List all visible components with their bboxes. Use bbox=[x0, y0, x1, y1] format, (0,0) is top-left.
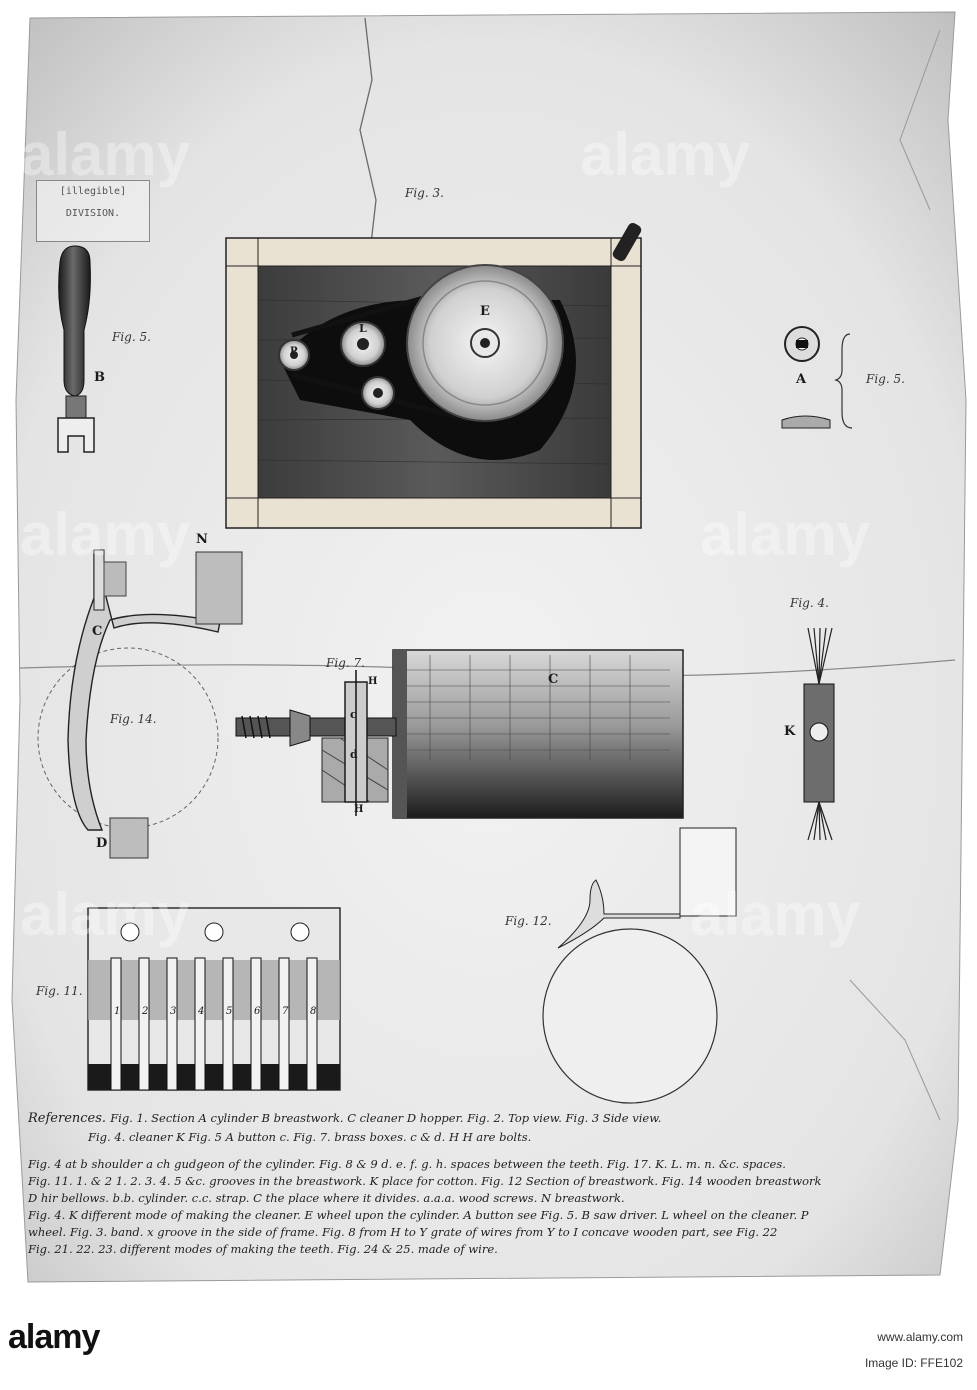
site-url[interactable]: www.alamy.com bbox=[877, 1330, 963, 1344]
label-A: A bbox=[796, 372, 806, 387]
references-line: wheel. Fig. 3. band. x groove in the sid… bbox=[28, 1224, 943, 1241]
fig3-side-view bbox=[226, 221, 643, 528]
stock-footer bbox=[0, 1300, 977, 1390]
label-H-top: H bbox=[368, 676, 377, 687]
references-line: D hir bellows. b.b. cylinder. c.c. strap… bbox=[28, 1190, 943, 1207]
tooth-number: 8 bbox=[310, 1006, 316, 1017]
tooth-number: 5 bbox=[226, 1006, 232, 1017]
tooth-number: 3 bbox=[170, 1006, 176, 1017]
alamy-logo: alamy bbox=[8, 1318, 99, 1357]
tooth-number: 1 bbox=[114, 1006, 120, 1017]
references-text: Fig. 1. Section A cylinder B breastwork.… bbox=[110, 1111, 661, 1125]
watermark: alamy bbox=[690, 880, 860, 949]
label-H-bottom: H bbox=[354, 804, 363, 815]
watermark: alamy bbox=[20, 500, 190, 569]
drawing-sheet: [illegible] DIVISION. Fig. 3. Fig. 5. Fi… bbox=[0, 0, 977, 1300]
label-C-cylinder: C bbox=[548, 672, 558, 687]
label-E: E bbox=[480, 304, 490, 319]
fig11-label: Fig. 11. bbox=[36, 984, 83, 998]
image-id: Image ID: FFE102 bbox=[865, 1356, 963, 1370]
tooth-number: 6 bbox=[254, 1006, 260, 1017]
fig3-label: Fig. 3. bbox=[405, 186, 444, 200]
tooth-number: 2 bbox=[142, 1006, 148, 1017]
stamp-line-2: DIVISION. bbox=[37, 203, 149, 225]
label-K: K bbox=[784, 724, 795, 739]
references-heading: References. bbox=[28, 1111, 106, 1126]
references-line: References. Fig. 1. Section A cylinder B… bbox=[28, 1108, 943, 1129]
watermark: alamy bbox=[20, 880, 190, 949]
label-P: P bbox=[290, 346, 298, 357]
watermark: alamy bbox=[580, 120, 750, 189]
fig12-label: Fig. 12. bbox=[505, 914, 552, 928]
label-c: c bbox=[350, 708, 357, 721]
label-D: D bbox=[96, 836, 107, 851]
watermark: alamy bbox=[20, 120, 190, 189]
label-L: L bbox=[359, 322, 367, 335]
archive-stamp: [illegible] DIVISION. bbox=[36, 180, 150, 242]
references-block: References. Fig. 1. Section A cylinder B… bbox=[28, 1108, 943, 1258]
label-d: d bbox=[350, 748, 358, 761]
references-line: Fig. 11. 1. & 2 1. 2. 3. 4. 5 &c. groove… bbox=[28, 1173, 943, 1190]
tooth-number: 7 bbox=[282, 1006, 288, 1017]
watermark: alamy bbox=[700, 500, 870, 569]
fig5-right-label: Fig. 5. bbox=[866, 372, 905, 386]
label-N: N bbox=[196, 532, 208, 547]
references-line: Fig. 4. K different mode of making the c… bbox=[28, 1207, 943, 1224]
references-line: Fig. 21. 22. 23. different modes of maki… bbox=[28, 1241, 943, 1258]
references-line: Fig. 4 at b shoulder a ch gudgeon of the… bbox=[28, 1156, 943, 1173]
tooth-number: 4 bbox=[198, 1006, 204, 1017]
fig4-label: Fig. 4. bbox=[790, 596, 829, 610]
fig5-left-label: Fig. 5. bbox=[112, 330, 151, 344]
fig7-label: Fig. 7. bbox=[326, 656, 365, 670]
label-C-hopper: C bbox=[92, 624, 102, 639]
fig14-label: Fig. 14. bbox=[110, 712, 157, 726]
label-B: B bbox=[94, 370, 105, 385]
references-line: Fig. 4. cleaner K Fig. 5 A button c. Fig… bbox=[28, 1129, 943, 1146]
